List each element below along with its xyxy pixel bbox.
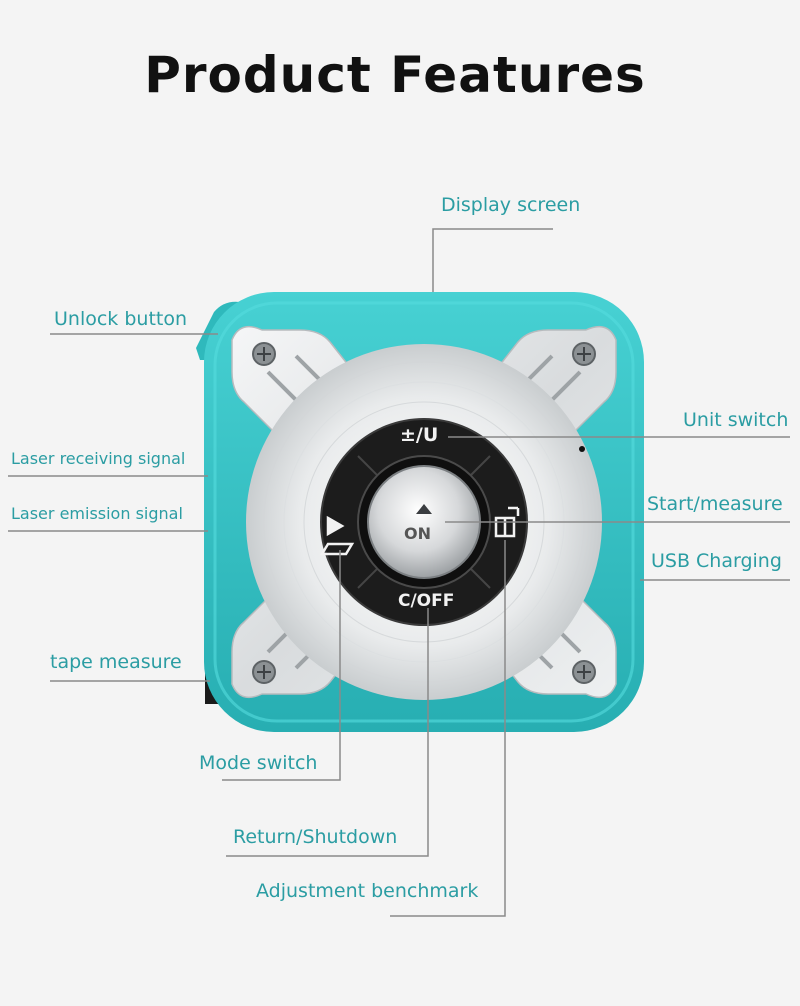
off-button-label[interactable]: C/OFF <box>398 591 455 611</box>
on-button-label[interactable]: ON <box>404 524 431 543</box>
laser-mode-icon <box>319 515 355 556</box>
label-unlock-button: Unlock button <box>54 308 188 330</box>
label-mode-switch: Mode switch <box>199 752 318 774</box>
benchmark-icon <box>494 506 520 538</box>
label-usb-charging: USB Charging <box>651 550 782 572</box>
label-display-screen: Display screen <box>441 194 581 216</box>
screw-icon <box>572 342 596 366</box>
label-adjustment-benchmark: Adjustment benchmark <box>256 880 479 902</box>
leader-lines <box>8 228 790 917</box>
label-tape-measure: tape measure <box>50 651 182 673</box>
screw-icon <box>572 660 596 684</box>
label-laser-emission: Laser emission signal <box>11 504 183 523</box>
label-unit-switch: Unit switch <box>683 409 789 431</box>
sensor-dot <box>579 446 585 452</box>
label-laser-receiving: Laser receiving signal <box>11 449 186 468</box>
unit-button-label[interactable]: ±/U <box>400 424 439 446</box>
up-arrow-icon <box>416 504 432 514</box>
label-return-shutdown: Return/Shutdown <box>233 826 398 848</box>
screw-icon <box>252 660 276 684</box>
label-start-measure: Start/measure <box>647 493 783 515</box>
screw-icon <box>252 342 276 366</box>
page-title: Product Features <box>144 46 646 104</box>
